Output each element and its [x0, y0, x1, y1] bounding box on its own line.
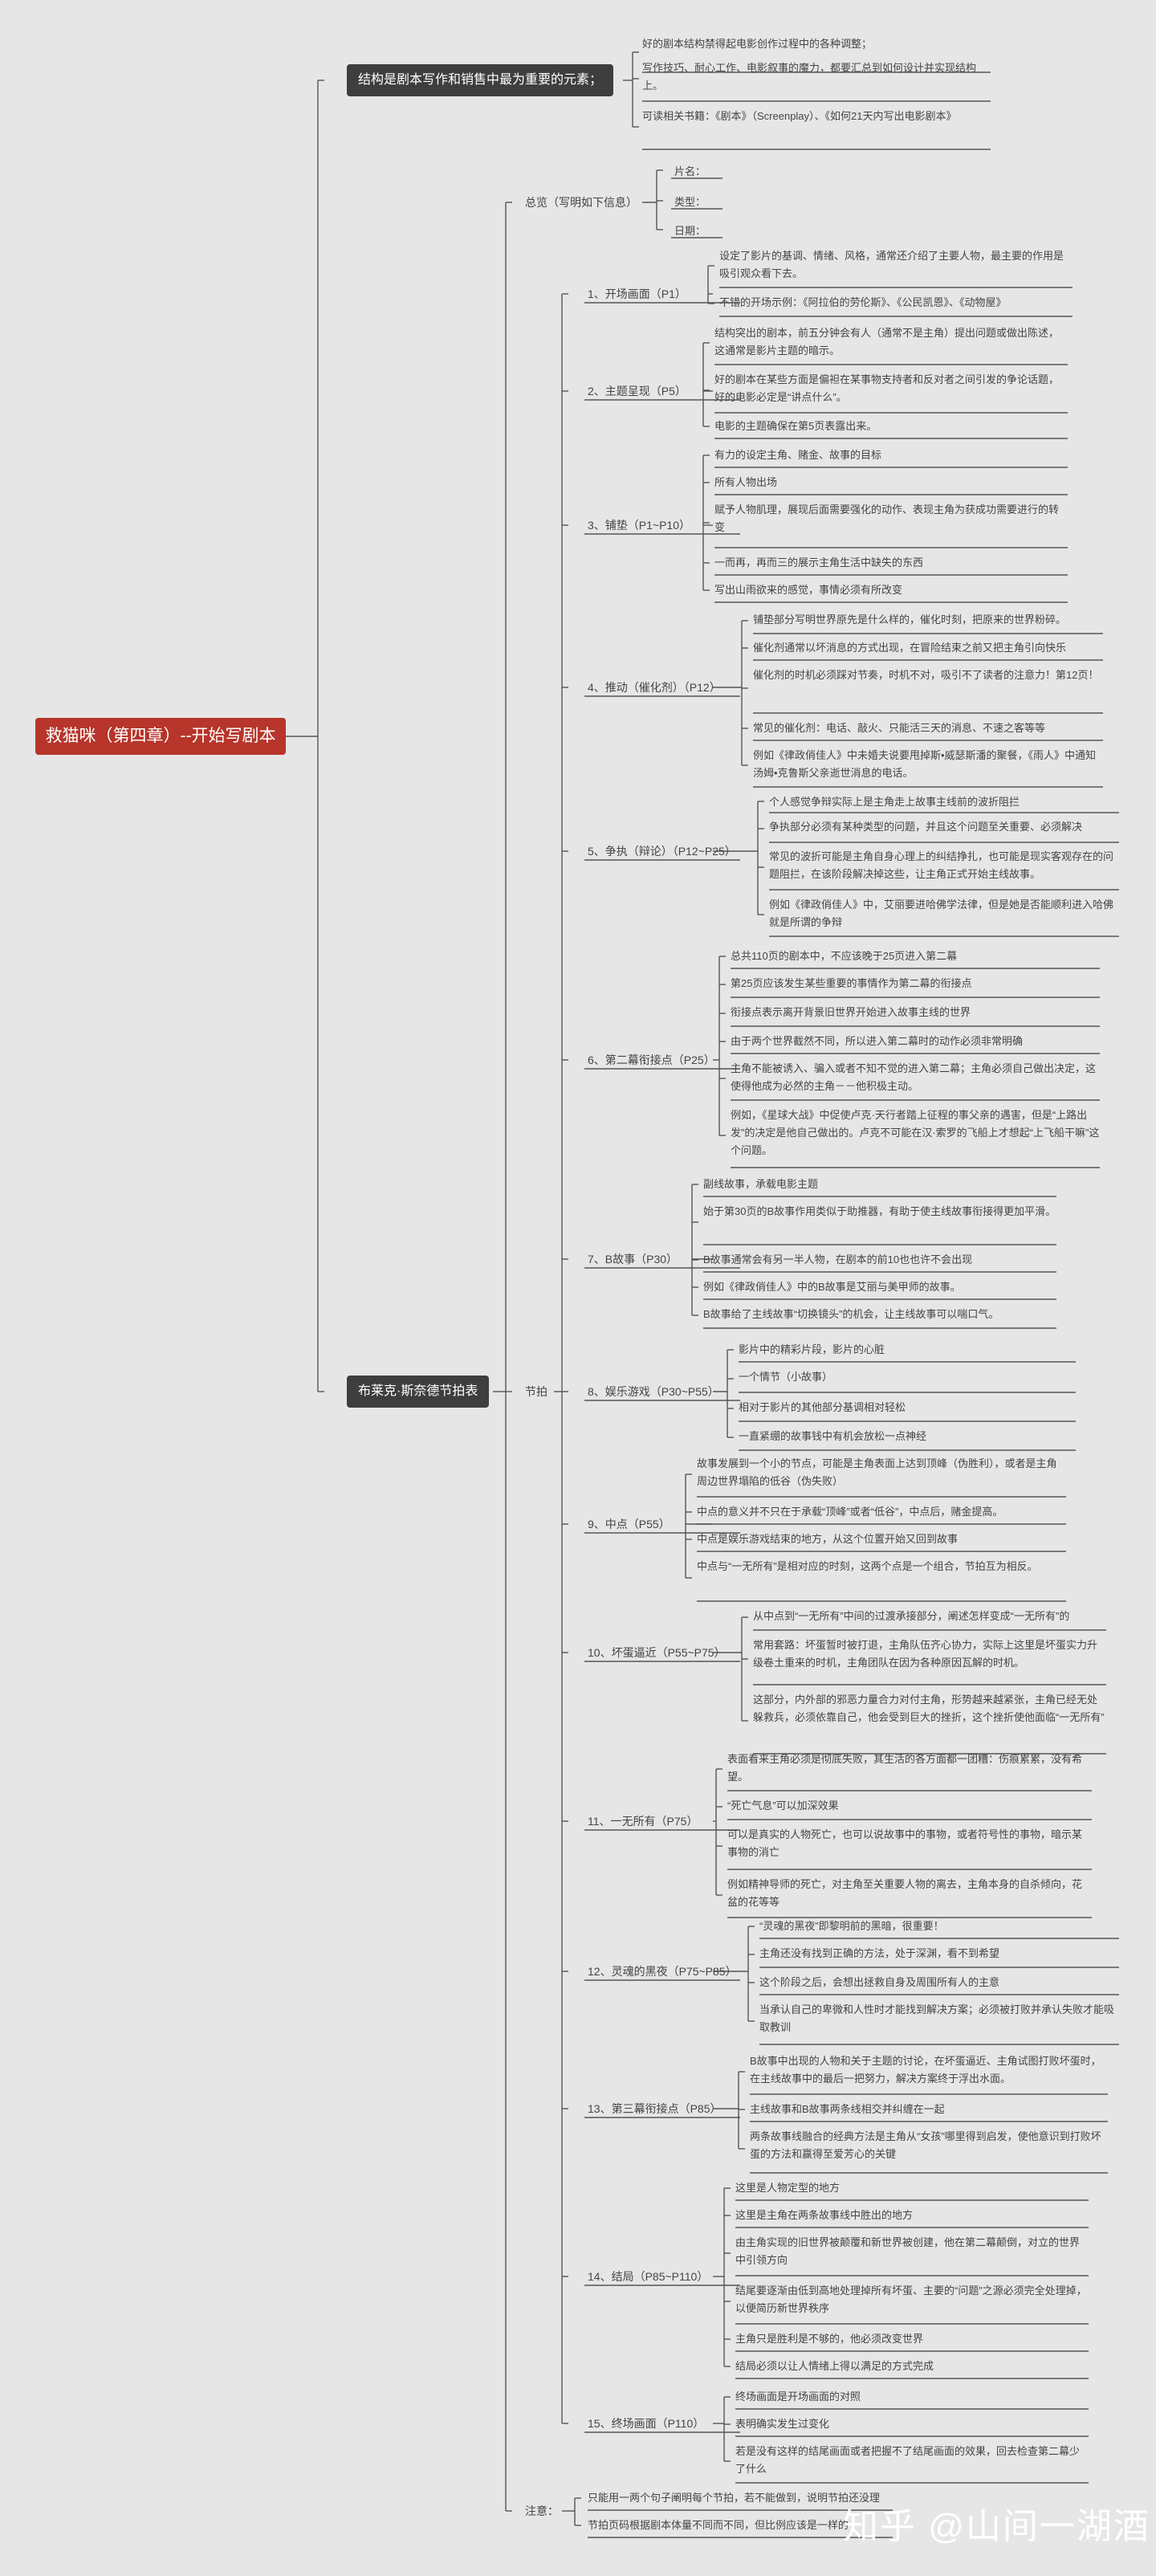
- beat-item: 主角还没有找到正确的方法，处于深渊，看不到希望: [759, 1947, 1000, 1959]
- beat-item: 影片中的精彩片段，影片的心脏: [739, 1343, 885, 1355]
- beat-item: 写出山雨欲来的感觉，事情必须有所改变: [714, 584, 903, 596]
- beat-title[interactable]: 10、坏蛋逼近（P55~P75）: [588, 1646, 726, 1659]
- beat-title[interactable]: 12、灵魂的黑夜（P75~P85）: [588, 1965, 737, 1978]
- beat-item: 故事发展到一个小的节点，可能是主角表面上达到顶峰（伪胜利），或者是主角周边世界塌…: [697, 1457, 1057, 1487]
- overview-field: 片名：: [674, 165, 706, 177]
- beat-item: 第25页应该发生某些重要的事情作为第二幕的衔接点: [731, 977, 972, 989]
- beat-item: 结局必须以让人情绪上得以满足的方式完成: [735, 2360, 934, 2372]
- structure-item: 写作技巧、耐心工作、电影叙事的魔力，都要汇总到如何设计并实现结构上。: [642, 62, 977, 92]
- beat-item: “死亡气息”可以加深效果: [727, 1800, 839, 1812]
- beat-item: 一而再，再而三的展示主角生活中缺失的东西: [714, 556, 924, 569]
- beat-item: B故事给了主线故事“切换镜头”的机会，让主线故事可以喘口气。: [703, 1308, 999, 1320]
- beat-item: 例如精神导师的死亡，对主角至关重要人物的离去，主角本身的自杀倾向，花盆的花等等: [727, 1878, 1083, 1908]
- beat-title[interactable]: 4、推动（催化剂）（P12）: [588, 681, 721, 694]
- beat-title[interactable]: 8、娱乐游戏（P30~P55）: [588, 1385, 719, 1398]
- beat-item: 所有人物出场: [714, 476, 778, 488]
- beats-label: 节拍: [525, 1385, 547, 1398]
- beat-item: B故事通常会有另一半人物，在剧本的前10也也许不会出现: [703, 1253, 973, 1266]
- beat-item: “灵魂的黑夜”即黎明前的黑暗，很重要！: [759, 1920, 944, 1932]
- beat-item: 催化剂通常以坏消息的方式出现，在冒险结束之前又把主角引向快乐: [753, 642, 1067, 654]
- beat-item: 这部分，内外部的邪恶力量合力对付主角，形势越来越紧张，主角已经无处躲救兵，必须依…: [753, 1694, 1105, 1723]
- beat-item: 常用套路：坏蛋暂时被打退，主角队伍齐心协力，实际上这里是坏蛋实力升级卷土重来的时…: [753, 1639, 1098, 1669]
- beat-item: 催化剂的时机必须踩对节奏，时机不对，吸引不了读者的注意力！第12页！: [753, 669, 1099, 681]
- beat-item: 不错的开场示例：《阿拉伯的劳伦斯》、《公民凯恩》、《动物屋》: [719, 296, 1007, 308]
- beat-item: 常见的催化剂：电话、敲火、只能活三天的消息、不速之客等等: [753, 722, 1046, 734]
- beat-title[interactable]: 5、争执（辩论）（P12~P25）: [588, 845, 736, 858]
- beat-item: 铺垫部分写明世界原先是什么样的，催化时刻，把原来的世界粉碎。: [753, 613, 1067, 626]
- beat-item: 主角只是胜利是不够的，他必须改变世界: [735, 2333, 924, 2345]
- beat-item: 衔接点表示离开背景旧世界开始进入故事主线的世界: [731, 1006, 971, 1018]
- beat-title[interactable]: 6、第二幕衔接点（P25）: [588, 1054, 715, 1066]
- beat-item: 中点与“一无所有”是相对应的时刻，这两个点是一个组合，节拍互为相反。: [697, 1560, 1038, 1572]
- beat-item: 电影的主题确保在第5页表露出来。: [714, 420, 877, 432]
- beat-item: 例如《律政俏佳人》中，艾丽要进哈佛学法律，但是她是否能顺利进入哈佛就是所谓的争辩: [769, 899, 1114, 928]
- beat-title[interactable]: 9、中点（P55）: [588, 1518, 670, 1531]
- beat-title[interactable]: 15、终场画面（P110）: [588, 2417, 705, 2430]
- beat-item: 当承认自己的卑微和人性时才能找到解决方案；必须被打败并承认失败才能吸取教训: [759, 2003, 1115, 2033]
- beat-item: 这个阶段之后，会想出拯救自身及周围所有人的主意: [759, 1976, 1000, 1988]
- branch-structure[interactable]: 结构是剧本写作和销售中最为重要的元素；: [347, 64, 614, 96]
- beat-item: 相对于影片的其他部分基调相对轻松: [739, 1401, 906, 1413]
- beat-item: 例如《律政俏佳人》中未婚夫说要甩掉斯•威瑟斯潘的聚餐，《雨人》中通知汤姆•克鲁斯…: [753, 749, 1097, 779]
- beat-title[interactable]: 1、开场画面（P1）: [588, 287, 686, 300]
- beat-item: 设定了影片的基调、情绪、风格，通常还介绍了主要人物，最主要的作用是吸引观众看下去…: [719, 250, 1064, 279]
- beat-item: 例如《律政俏佳人》中的B故事是艾丽与美甲师的故事。: [703, 1281, 961, 1293]
- beat-item: 例如，《星球大战》中促使卢克·天行者踏上征程的事父亲的遇害，但是“上路出发”的决…: [731, 1109, 1100, 1156]
- beat-item: 有力的设定主角、赌金、故事的目标: [714, 449, 882, 461]
- structure-item: 好的剧本结构禁得起电影创作过程中的各种调整；: [642, 38, 873, 50]
- beat-item: 表面看来主角必须是彻底失败，其生活的各方面都一团糟：伤痕累累，没有希望。: [727, 1753, 1083, 1783]
- overview-field: 类型：: [674, 196, 706, 208]
- beat-item: 表明确实发生过变化: [735, 2418, 830, 2430]
- beat-item: 两条故事线融合的经典方法是主角从“女孩”哪里得到启发，使他意识到打败坏蛋的方法和…: [750, 2130, 1101, 2160]
- beat-item: 这里是主角在两条故事线中胜出的地方: [735, 2209, 914, 2221]
- beat-item: 结尾要逐渐由低到高地处理掉所有坏蛋、主要的“问题”之源必须完全处理掉，以便简历新…: [735, 2285, 1087, 2314]
- beat-item: 由主角实现的旧世界被颠覆和新世界被创建，他在第二幕颠倒，对立的世界中引领方向: [735, 2236, 1081, 2266]
- note-item: 只能用一两个句子阐明每个节拍，若不能做到，说明节拍还没理清。: [588, 2492, 881, 2504]
- beat-item: 可以是真实的人物死亡，也可以说故事中的事物，或者符号性的事物，暗示某事物的消亡: [727, 1828, 1083, 1858]
- beat-item: 一直紧绷的故事钱中有机会放松一点神经: [739, 1430, 927, 1442]
- root-node[interactable]: 救猫咪（第四章）--开始写剧本: [35, 718, 286, 755]
- beat-item: 总共110页的剧本中，不应该晚于25页进入第二幕: [731, 950, 958, 962]
- overview-label: 总览（写明如下信息）: [525, 196, 637, 209]
- beat-title[interactable]: 7、B故事（P30）: [588, 1253, 678, 1266]
- branch-beat-sheet[interactable]: 布莱克·斯奈德节拍表: [347, 1376, 490, 1408]
- overview-field: 日期：: [674, 225, 706, 237]
- beat-item: 结构突出的剧本，前五分钟会有人（通常不是主角）提出问题或做出陈述，这通常是影片主…: [714, 327, 1060, 357]
- beat-item: 这里是人物定型的地方: [735, 2182, 841, 2194]
- watermark: 知乎 @山间一湖酒: [843, 2507, 1150, 2546]
- beat-item: 由于两个世界截然不同，所以进入第二幕时的动作必须非常明确: [731, 1035, 1024, 1047]
- beat-item: 一个情节（小故事）: [739, 1371, 833, 1383]
- structure-item: 可读相关书籍：《剧本》（Screenplay）、《如何21天内写出电影剧本》: [642, 110, 957, 122]
- beat-item: 争执部分必须有某种类型的问题，并且这个问题至关重要、必须解决: [769, 821, 1083, 833]
- beat-item: 始于第30页的B故事作用类似于助推器，有助于使主线故事衔接得更加平滑。: [703, 1205, 1056, 1217]
- beat-title[interactable]: 2、主题呈现（P5）: [588, 385, 686, 397]
- beat-item: 中点的意义并不只在于承载“顶峰”或者“低谷”，中点后，赌金提高。: [697, 1506, 1003, 1518]
- beat-title[interactable]: 11、一无所有（P75）: [588, 1815, 698, 1828]
- beat-item: 个人感觉争辩实际上是主角走上故事主线前的波折阻拦: [769, 796, 1020, 808]
- beat-item: 主线故事和B故事两条线相交并纠缠在一起: [750, 2103, 945, 2115]
- beat-item: B故事中出现的人物和关于主题的讨论，在坏蛋逼近、主角试图打败坏蛋时，在主线故事中…: [750, 2055, 1101, 2085]
- note-label: 注意：: [525, 2505, 559, 2517]
- beat-title[interactable]: 13、第三幕衔接点（P85）: [588, 2102, 722, 2115]
- beat-item: 好的剧本在某些方面是偏袒在某事物支持者和反对者之间引发的争论话题，好的电影必定是…: [714, 373, 1060, 403]
- beat-item: 赋予人物肌理，展现后面需要强化的动作、表现主角为获成功需要进行的转变: [714, 503, 1060, 533]
- beat-item: 主角不能被诱入、骗入或者不知不觉的进入第二幕；主角必须自己做出决定，这使得他成为…: [731, 1062, 1097, 1092]
- note-item: 节拍页码根据剧本体量不同而不同，但比例应该是一样的: [588, 2519, 849, 2531]
- beat-item: 副线故事，承载电影主题: [703, 1178, 819, 1190]
- beat-item: 中点是娱乐游戏结束的地方，从这个位置开始又回到故事: [697, 1533, 959, 1545]
- beat-item: 若是没有这样的结尾画面或者把握不了结尾画面的效果，回去检查第二幕少了什么: [735, 2445, 1081, 2475]
- beat-title[interactable]: 3、铺垫（P1~P10）: [588, 519, 690, 532]
- beat-title[interactable]: 14、结局（P85~P110）: [588, 2270, 709, 2283]
- beat-item: 终场画面是开场画面的对照: [735, 2391, 861, 2403]
- beat-item: 常见的波折可能是主角自身心理上的纠结挣扎，也可能是现实客观存在的问题阻拦，在该阶…: [769, 850, 1114, 880]
- beat-item: 从中点到“一无所有”中间的过渡承接部分，阐述怎样变成“一无所有”的: [753, 1610, 1070, 1622]
